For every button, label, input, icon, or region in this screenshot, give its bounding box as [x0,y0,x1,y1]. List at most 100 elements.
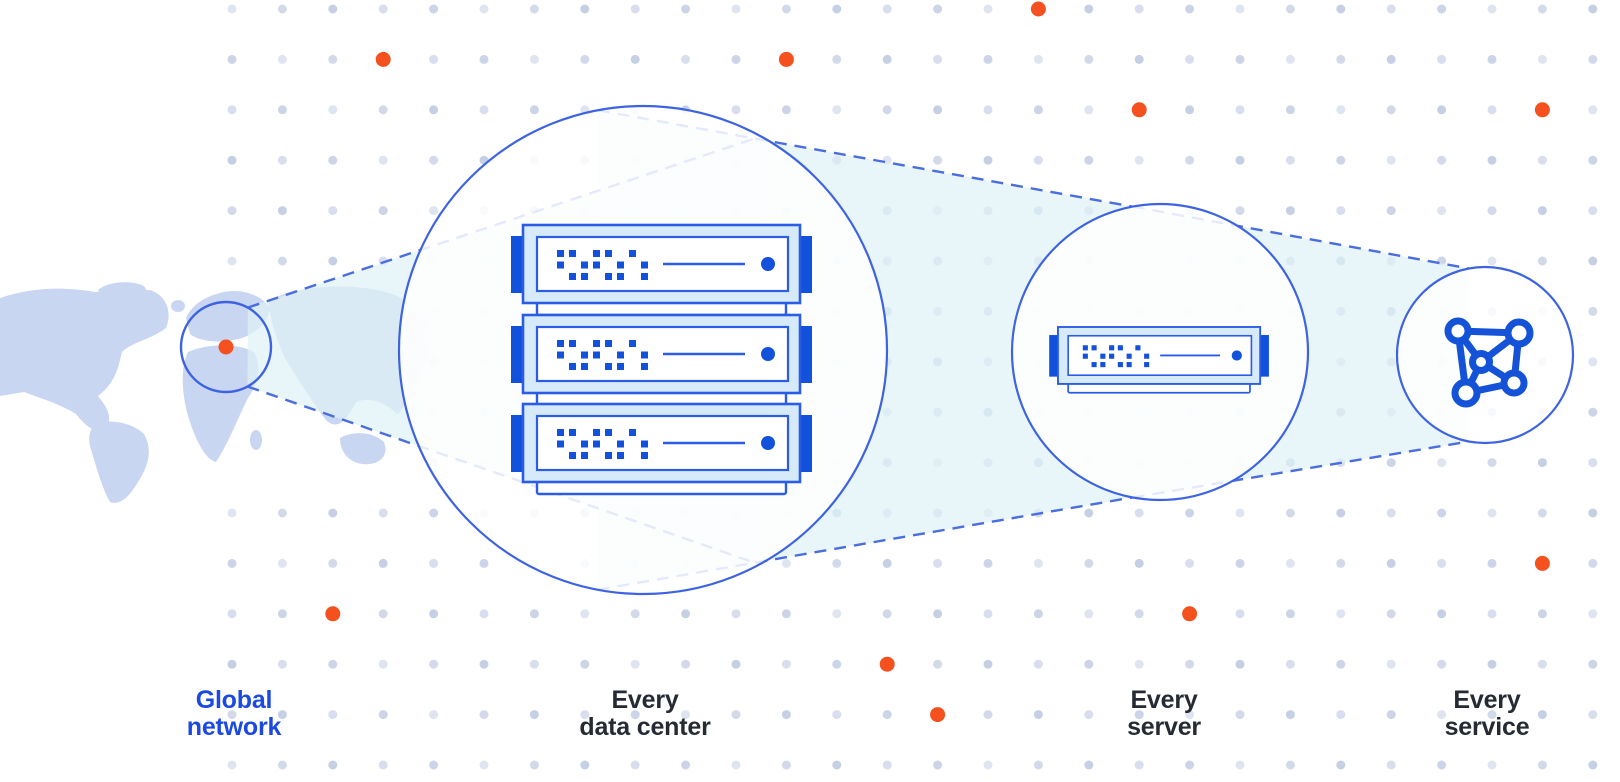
grid-dot [731,105,741,115]
mesh-nodes [1444,317,1534,408]
grid-dot [1285,105,1295,115]
grid-dot [1537,710,1547,720]
accent-dot [375,51,391,67]
grid-dot [429,206,439,216]
grid-dot [429,558,439,568]
guide-line [1132,205,1470,270]
grid-dot [529,54,539,64]
grid-dot [681,609,691,619]
grid-dot [328,4,338,14]
grid-dot [630,760,640,770]
grid-dot [933,659,943,669]
grid-dot [933,558,943,568]
grid-dot [1588,256,1598,266]
grid-dot [1134,4,1144,14]
grid-dot [1537,256,1547,266]
grid-dot [378,760,388,770]
grid-dot [1437,155,1447,165]
grid-dot [1084,4,1094,14]
grid-dot [832,609,842,619]
grid-dot [479,105,489,115]
grid-dot [479,558,489,568]
grid-dot [681,659,691,669]
grid-dot [1487,155,1497,165]
grid-dot [933,54,943,64]
grid-dot [1134,155,1144,165]
grid-dot [227,558,237,568]
grid-dot [429,155,439,165]
grid-dot [1437,206,1447,216]
grid-dot [328,206,338,216]
grid-dot [328,760,338,770]
grid-dot [378,105,388,115]
label-every-server: Every server [1127,687,1201,741]
grid-dot [983,659,993,669]
accent-dot [1534,555,1550,571]
grid-dot [1537,155,1547,165]
island-uk [171,300,185,312]
accent-dot [879,656,895,672]
grid-dot [1386,558,1396,568]
grid-dot [429,609,439,619]
grid-dot [1588,407,1598,417]
grid-dot [1235,659,1245,669]
grid-dot [681,760,691,770]
grid-dot [1386,508,1396,518]
grid-dot [832,659,842,669]
label-line: network [186,713,282,741]
grid-dot [429,4,439,14]
grid-dot [681,710,691,720]
grid-dot [479,760,489,770]
grid-dot [1185,659,1195,669]
grid-dot [1084,508,1094,518]
label-global-network: Global network [186,686,282,741]
label-line: Every [1130,686,1198,714]
grid-dot [1235,155,1245,165]
grid-dot [630,4,640,14]
label-line: Global [195,686,273,714]
grid-dot [378,609,388,619]
grid-dot [227,508,237,518]
grid-dot [277,710,287,720]
grid-dot [1437,54,1447,64]
grid-dot [1285,710,1295,720]
grid-dot [227,105,237,115]
grid-dot [1336,760,1346,770]
label-line: server [1127,713,1201,741]
grid-dot [429,508,439,518]
grid-dot [1537,659,1547,669]
grid-dot [1336,710,1346,720]
grid-dot [1285,760,1295,770]
grid-dot [1386,4,1396,14]
grid-dot [731,609,741,619]
grid-dot [681,54,691,64]
grid-dot [1336,609,1346,619]
grid-dot [277,609,287,619]
label-every-service: Every service [1445,687,1530,741]
grid-dot [781,659,791,669]
continent-africa [182,345,259,462]
accent-dot [778,51,794,67]
network-mesh-icon [1444,317,1534,408]
grid-dot [781,760,791,770]
grid-dot [227,4,237,14]
grid-dot [1084,609,1094,619]
grid-dot [731,54,741,64]
grid-dot [429,760,439,770]
grid-dot [1235,558,1245,568]
grid-dot [1033,659,1043,669]
continent-greenland [98,282,147,307]
grid-dot [1084,558,1094,568]
grid-dot [479,54,489,64]
grid-dot [1285,609,1295,619]
grid-dot [580,4,590,14]
grid-dot [731,760,741,770]
grid-dot [529,105,539,115]
grid-dot [1235,206,1245,216]
grid-dot [1185,760,1195,770]
grid-dot [882,105,892,115]
grid-dot [378,710,388,720]
grid-dot [1588,659,1598,669]
grid-dot [1084,760,1094,770]
server-rack-icon [509,313,814,407]
